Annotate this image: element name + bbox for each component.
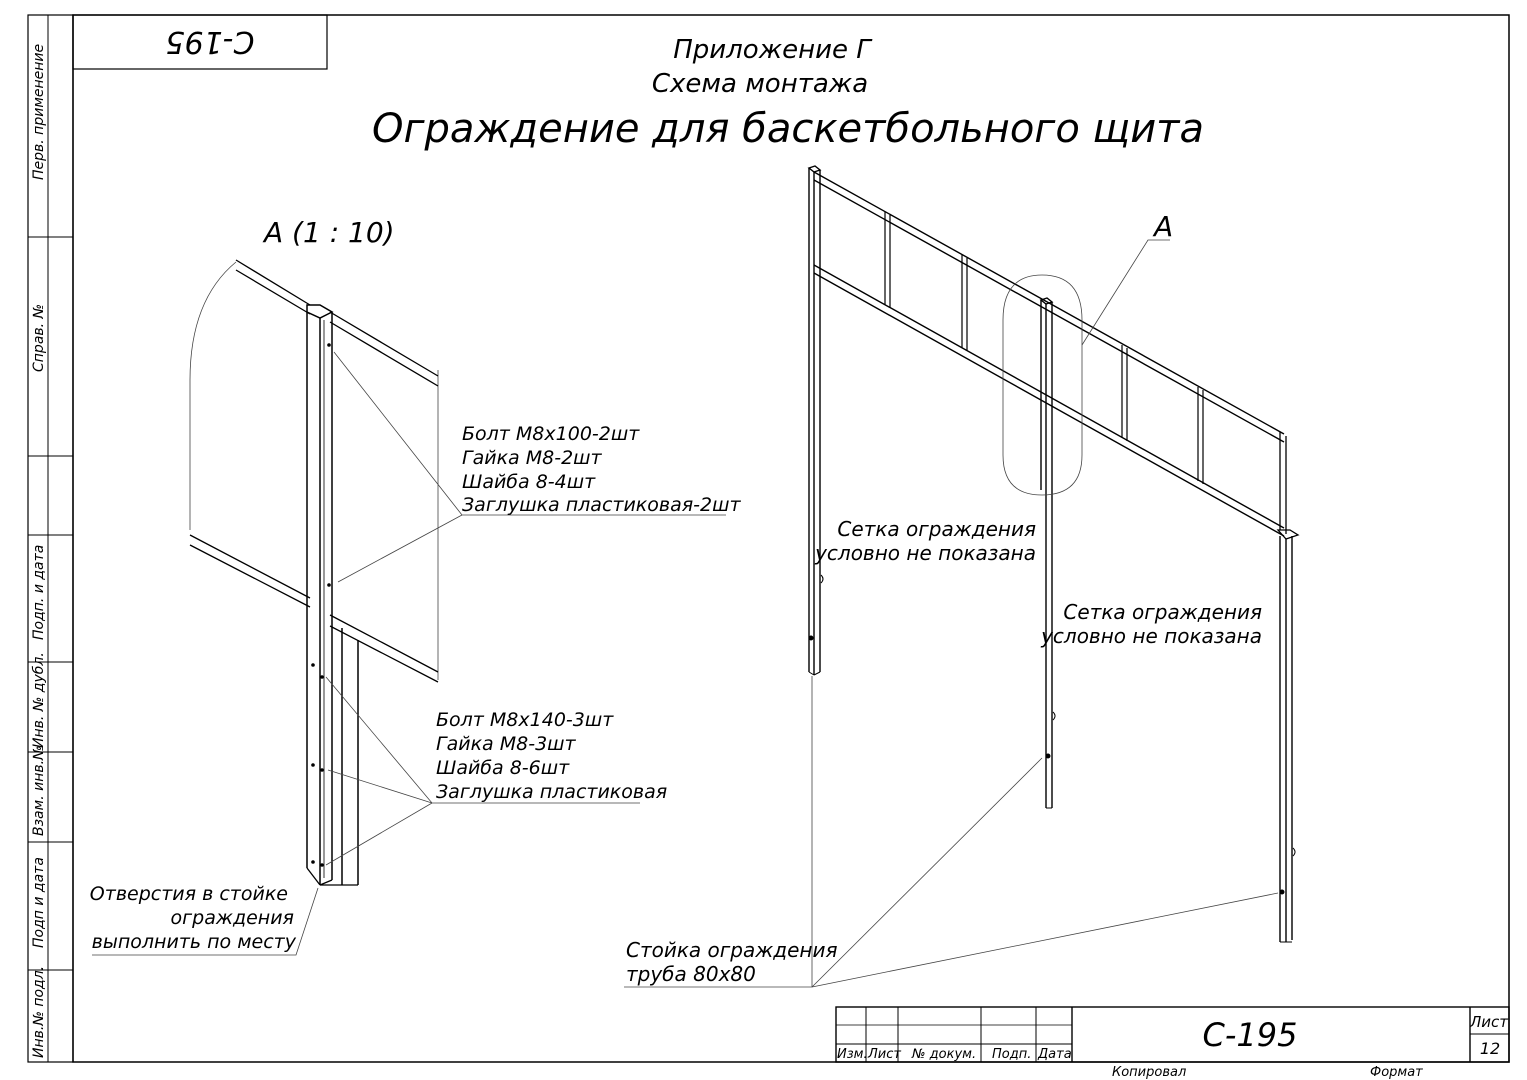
sheet-label: Лист (1469, 1013, 1509, 1031)
callout-holes-line-2: ограждения (171, 907, 294, 929)
stamp-instead-inv: Взам. инв.№ (31, 745, 47, 836)
callout-holes-line-1: Отверстия в стойке (90, 883, 288, 905)
stamp-first-use: Перв. применение (31, 44, 47, 180)
scheme-heading: Схема монтажа (652, 69, 868, 99)
post-note-line-1: Стойка ограждения (626, 938, 838, 962)
callout-mid-line-3: Шайба 8-6шт (436, 757, 570, 779)
callout-mid-line-2: Гайка М8-3шт (436, 733, 577, 755)
format-label: Формат (1370, 1065, 1423, 1080)
net-note-1-line-2: условно не показана (814, 541, 1036, 565)
post-note-line-2: труба 80х80 (626, 962, 756, 986)
col-date: Дата (1037, 1047, 1072, 1062)
callout-top-line-3: Шайба 8-4шт (462, 471, 596, 493)
net-note-1-line-1: Сетка ограждения (837, 517, 1036, 541)
stamp-orig-inv: Инв.№ подл. (31, 966, 47, 1058)
col-doc: № докум. (911, 1047, 976, 1062)
detail-label: А (1 : 10) (262, 216, 395, 249)
sheet-frame (27, 14, 1510, 1063)
detail-view-a: А (1 : 10) Болт М8х100-2шт Гай (90, 216, 742, 956)
col-change: Изм. (837, 1047, 868, 1062)
side-stamps: Перв. применение Справ. № Подп. и дата И… (31, 44, 47, 1058)
title-block: Изм. Лист № докум. Подп. Дата С-195 Лист… (835, 1006, 1510, 1080)
corner-code: С-195 (165, 24, 254, 59)
appendix-heading: Приложение Г (673, 35, 873, 65)
stamp-sign-date-bottom: Подп и дата (31, 857, 47, 948)
col-sign: Подп. (992, 1047, 1031, 1062)
corner-code-box: С-195 (72, 14, 328, 70)
callout-top-line-1: Болт М8х100-2шт (462, 423, 640, 445)
stamp-ref-no: Справ. № (31, 304, 47, 372)
callout-holes-line-3: выполнить по месту (92, 931, 297, 953)
doc-code: С-195 (1203, 1016, 1298, 1054)
callout-top-line-4: Заглушка пластиковая-2шт (462, 494, 742, 516)
copied-label: Копировал (1112, 1065, 1186, 1080)
main-fence-view: А Сетка ограждения условно не показана С… (624, 165, 1300, 988)
net-note-2-line-1: Сетка ограждения (1063, 600, 1262, 624)
drawing-title: Ограждение для баскетбольного щита (372, 106, 1204, 152)
detail-marker: А (1152, 210, 1173, 243)
callout-mid-line-4: Заглушка пластиковая (436, 781, 667, 803)
stamp-sign-date-top: Подп. и дата (31, 545, 47, 640)
callout-mid-line-1: Болт М8х140-3шт (436, 709, 614, 731)
callout-top-line-2: Гайка М8-2шт (462, 447, 603, 469)
stamp-dup-inv: Инв. № дубл. (31, 652, 47, 748)
net-note-2-line-2: условно не показана (1040, 624, 1262, 648)
sheet-number: 12 (1480, 1039, 1500, 1058)
col-sheet: Лист (867, 1047, 901, 1062)
